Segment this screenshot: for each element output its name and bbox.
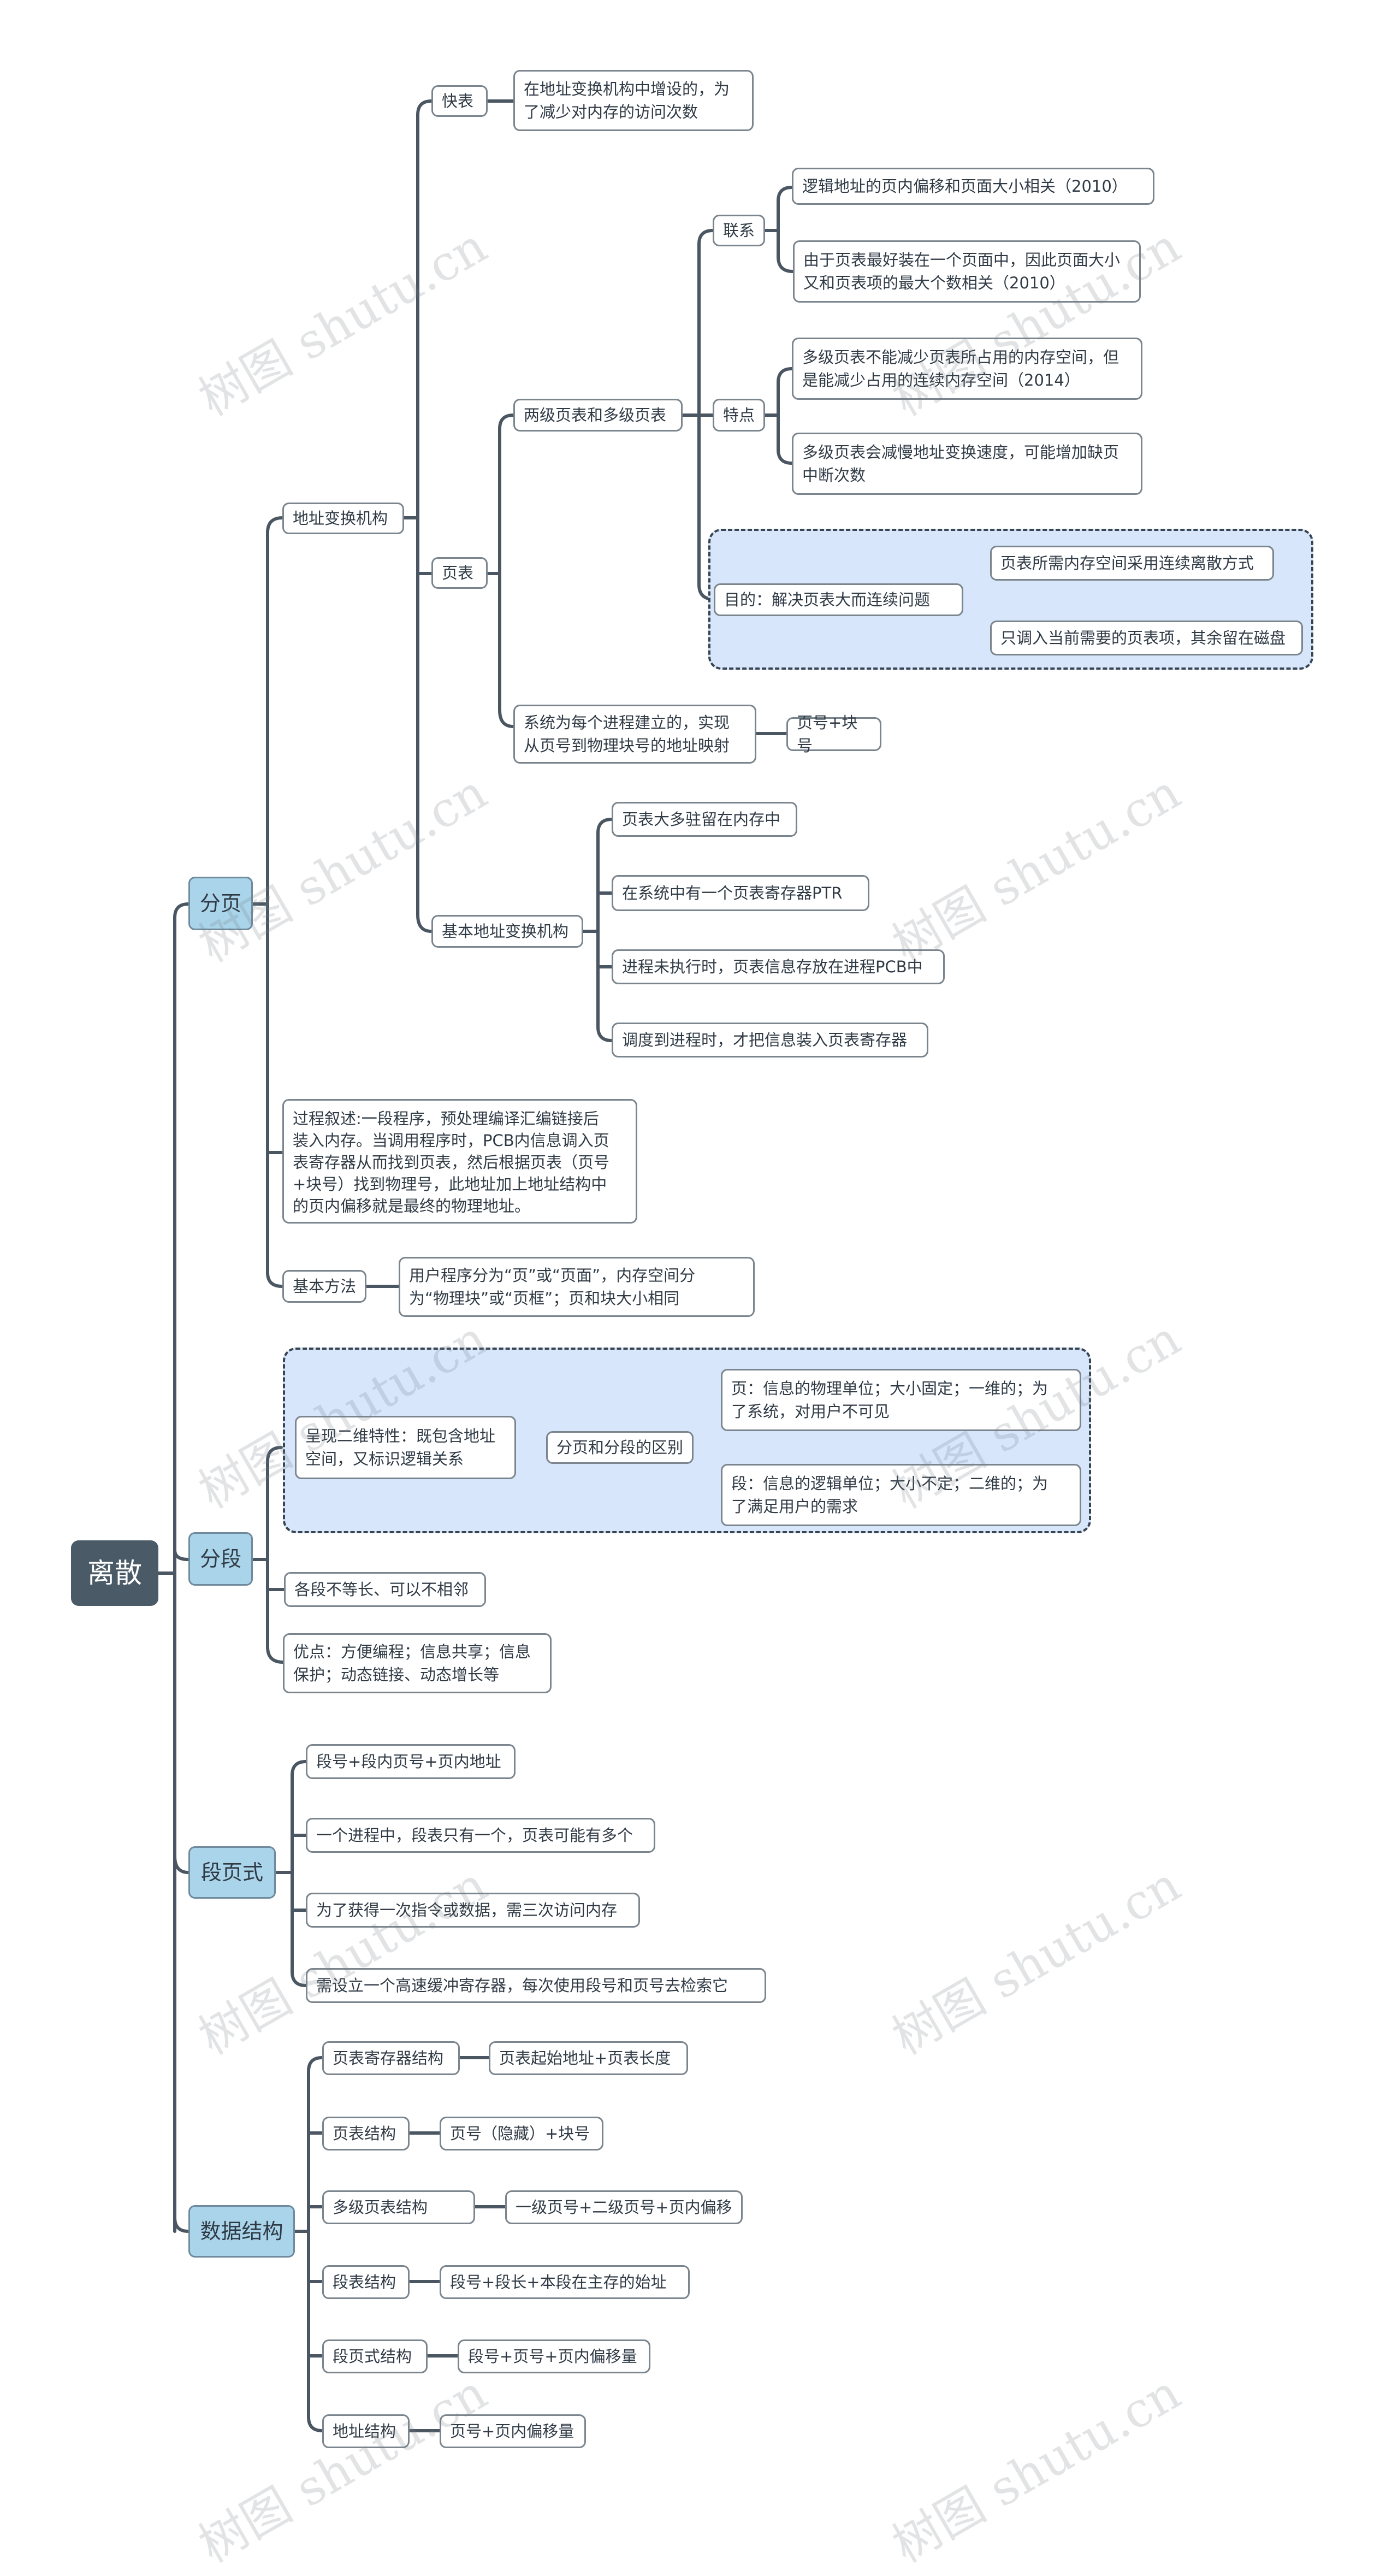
- node-address-translation[interactable]: 地址变换机构: [282, 503, 404, 534]
- node-feature-item-2[interactable]: 多级页表会减慢地址变换速度，可能增加缺页 中断次数: [792, 433, 1142, 495]
- node-process-description[interactable]: 过程叙述:一段程序，预处理编译汇编链接后 装入内存。当调用程序时，PCB内信息调…: [282, 1099, 637, 1224]
- node-relation-item-1[interactable]: 逻辑地址的页内偏移和页面大小相关（2010）: [792, 168, 1154, 205]
- root-node[interactable]: 离散: [71, 1540, 158, 1606]
- node-segpage-structure[interactable]: 段页式结构: [322, 2339, 428, 2373]
- node-tlb[interactable]: 快表: [431, 85, 488, 117]
- node-segment-table-structure-value[interactable]: 段号+段长+本段在主存的始址: [440, 2265, 690, 2299]
- node-feature-item-1[interactable]: 多级页表不能减少页表所占用的内存空间，但 是能减少占用的连续内存空间（2014）: [792, 338, 1142, 400]
- node-basic-method[interactable]: 基本方法: [282, 1270, 366, 1303]
- node-segment-table-structure[interactable]: 段表结构: [322, 2265, 410, 2299]
- node-purpose-item-1[interactable]: 页表所需内存空间采用连续离散方式: [990, 546, 1274, 581]
- node-basic-item-2[interactable]: 在系统中有一个页表寄存器PTR: [612, 875, 869, 911]
- node-segmentation[interactable]: 分段: [188, 1532, 253, 1586]
- node-page-segment-diff[interactable]: 分页和分段的区别: [546, 1431, 694, 1464]
- node-address-structure[interactable]: 地址结构: [322, 2414, 410, 2448]
- node-ptr-structure[interactable]: 页表寄存器结构: [322, 2041, 460, 2075]
- node-page-table-structure[interactable]: 页表结构: [322, 2117, 410, 2150]
- node-basic-method-desc[interactable]: 用户程序分为“页”或“页面”，内存空间分 为“物理块”或“页框”；页和块大小相同: [399, 1257, 755, 1317]
- node-two-dimensional[interactable]: 呈现二维特性：既包含地址 空间，又标识逻辑关系: [295, 1416, 516, 1479]
- node-multilevel-structure-value[interactable]: 一级页号+二级页号+页内偏移: [505, 2190, 743, 2224]
- node-basic-item-4[interactable]: 调度到进程时，才把信息装入页表寄存器: [612, 1023, 928, 1057]
- node-segpage-item-4[interactable]: 需设立一个高速缓冲寄存器，每次使用段号和页号去检索它: [306, 1968, 766, 2003]
- node-relation-item-2[interactable]: 由于页表最好装在一个页面中，因此页面大小 又和页表项的最大个数相关（2010）: [793, 240, 1141, 303]
- node-basic-item-3[interactable]: 进程未执行时，页表信息存放在进程PCB中: [612, 949, 945, 984]
- node-page-table-structure-value[interactable]: 页号（隐藏）+块号: [440, 2117, 603, 2150]
- node-segment-pros[interactable]: 优点：方便编程；信息共享；信息 保护；动态链接、动态增长等: [283, 1633, 552, 1693]
- node-address-structure-value[interactable]: 页号+页内偏移量: [440, 2414, 586, 2448]
- node-page-table[interactable]: 页表: [431, 557, 488, 589]
- node-diff-page[interactable]: 页：信息的物理单位；大小固定；一维的；为 了系统，对用户不可见: [721, 1369, 1081, 1431]
- node-page-block-number[interactable]: 页号+块号: [786, 713, 881, 755]
- node-segpage-item-2[interactable]: 一个进程中，段表只有一个，页表可能有多个: [306, 1818, 655, 1853]
- node-diff-segment[interactable]: 段：信息的逻辑单位；大小不定；二维的；为 了满足用户的需求: [721, 1464, 1081, 1526]
- node-segpage-item-3[interactable]: 为了获得一次指令或数据，需三次访问内存: [306, 1893, 640, 1928]
- node-paging[interactable]: 分页: [188, 877, 253, 930]
- node-purpose-item-2[interactable]: 只调入当前需要的页表项，其余留在磁盘: [990, 621, 1303, 655]
- node-segpage-item-1[interactable]: 段号+段内页号+页内地址: [306, 1744, 516, 1779]
- node-segpage-structure-value[interactable]: 段号+页号+页内偏移量: [458, 2339, 650, 2373]
- node-multilevel-structure[interactable]: 多级页表结构: [322, 2190, 475, 2224]
- node-relation[interactable]: 联系: [713, 215, 765, 246]
- node-ptr-structure-value[interactable]: 页表起始地址+页表长度: [489, 2041, 688, 2075]
- node-basic-item-1[interactable]: 页表大多驻留在内存中: [612, 802, 797, 837]
- node-segments-unequal[interactable]: 各段不等长、可以不相邻: [284, 1572, 486, 1607]
- node-purpose[interactable]: 目的：解决页表大而连续问题: [714, 583, 963, 616]
- node-basic-translation[interactable]: 基本地址变换机构: [431, 915, 583, 948]
- node-segment-paging[interactable]: 段页式: [188, 1846, 276, 1899]
- node-multilevel-table[interactable]: 两级页表和多级页表: [513, 399, 683, 432]
- node-system-mapping[interactable]: 系统为每个进程建立的，实现 从页号到物理块号的地址映射: [513, 705, 756, 764]
- node-feature[interactable]: 特点: [713, 399, 765, 432]
- node-data-structure[interactable]: 数据结构: [188, 2205, 295, 2258]
- node-tlb-desc[interactable]: 在地址变换机构中增设的，为 了减少对内存的访问次数: [513, 70, 754, 131]
